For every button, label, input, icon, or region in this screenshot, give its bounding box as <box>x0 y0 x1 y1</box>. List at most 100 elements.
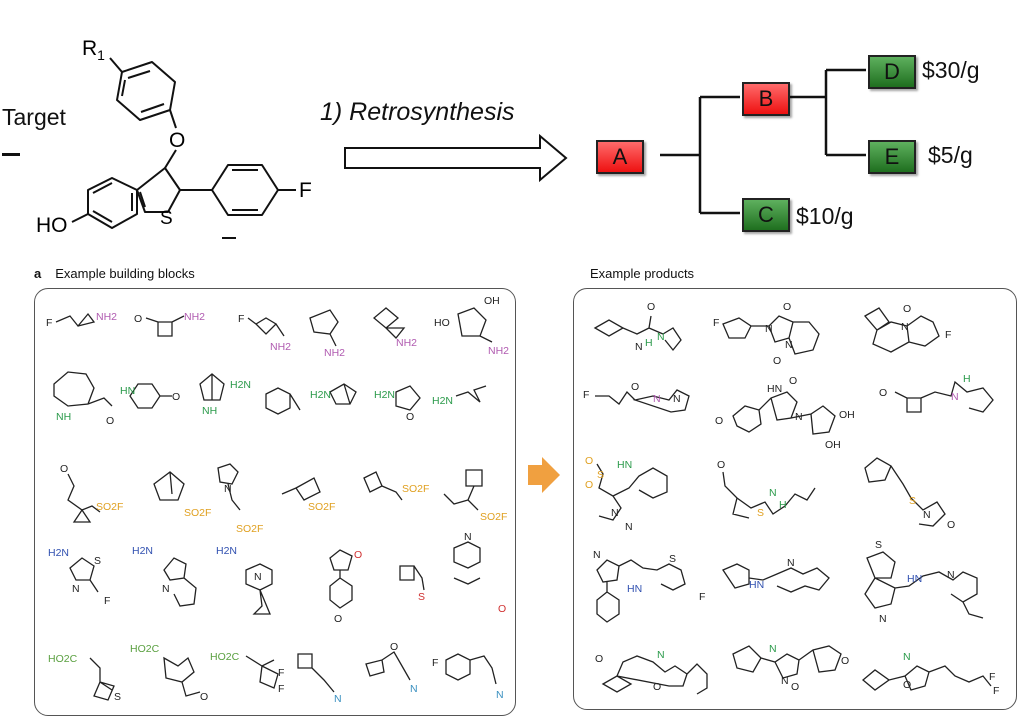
bb-acid-label: HO2C <box>48 653 78 665</box>
prod-atom: O <box>653 681 661 693</box>
bb-atom: OH <box>484 295 500 307</box>
products-panel <box>573 288 1017 710</box>
bb-atom: N <box>72 583 80 595</box>
prod-atom: O <box>715 415 723 427</box>
node-a: A <box>596 140 644 174</box>
bb-amine-label: H2N <box>310 389 331 401</box>
node-d: D <box>868 55 916 89</box>
bb-atom: F <box>432 657 438 669</box>
bb-atom: S <box>114 691 121 703</box>
bb-amine-label: NH2 <box>488 345 509 357</box>
prod-atom: O <box>631 381 639 393</box>
bb-carbonyl-label: O <box>498 603 506 615</box>
prod-atom: N <box>923 509 931 521</box>
bb-atom: HO <box>434 317 450 329</box>
prod-atom: O <box>789 375 797 387</box>
bb-sulfonyl-label: SO2F <box>184 507 211 519</box>
price-c: $10/g <box>796 203 854 229</box>
prod-atom: N <box>657 649 665 661</box>
prod-atom: HN <box>907 573 922 585</box>
bb-atom: F <box>46 317 52 329</box>
bb-atom: N <box>162 583 170 595</box>
panel-left-title-text: Example building blocks <box>55 266 195 281</box>
bb-nitrile-label: N <box>410 683 418 695</box>
prod-atom: HN <box>749 579 764 591</box>
prod-atom: N <box>903 651 911 663</box>
prod-atom: H <box>779 499 787 511</box>
bb-atom: O <box>134 313 142 325</box>
prod-atom: O <box>903 679 911 691</box>
prod-atom: S <box>909 495 916 507</box>
bb-atom: F <box>104 595 110 607</box>
bb-amine-label: H2N <box>374 389 395 401</box>
bb-amine-label: H2N <box>432 395 453 407</box>
prod-atom: O <box>717 459 725 471</box>
bb-amine-label: H2N <box>230 379 251 391</box>
bb-atom: F <box>278 683 284 695</box>
bb-acid-label: HO2C <box>130 643 160 655</box>
bb-amine-label: NH2 <box>96 311 117 323</box>
bb-atom: S <box>94 555 101 567</box>
bb-sulfonyl-label: SO2F <box>402 483 429 495</box>
bb-atom: O <box>200 691 208 703</box>
node-b: B <box>742 82 790 116</box>
prod-atom: N <box>657 331 665 343</box>
prod-atom: HN <box>767 383 782 395</box>
prod-atom: F <box>993 685 999 697</box>
prod-atom: F <box>945 329 951 341</box>
prod-atom: N <box>625 521 633 533</box>
bb-atom: O <box>60 463 68 475</box>
prod-atom: F <box>699 591 705 603</box>
bb-atom: N <box>254 571 262 583</box>
prod-atom: N <box>673 393 681 405</box>
bb-atom: F <box>238 313 244 325</box>
bb-atom: NH <box>56 411 71 423</box>
prod-atom: N <box>795 411 803 423</box>
prod-atom: O <box>841 655 849 667</box>
prod-atom: O <box>585 479 593 491</box>
prod-atom: N <box>769 487 777 499</box>
building-blocks-structures: F NH2 O NH2 F NH2 NH2 NH2 HO OH NH2 NH O… <box>46 295 509 705</box>
prod-atom: S <box>875 539 882 551</box>
prod-atom: N <box>781 675 789 687</box>
prod-atom: OH <box>825 439 841 451</box>
retrosynthesis-label: 1) Retrosynthesis <box>320 98 515 126</box>
prod-atom: O <box>879 387 887 399</box>
bb-amine-label: H2N <box>216 545 237 557</box>
prod-atom: O <box>783 301 791 313</box>
prod-atom: N <box>947 569 955 581</box>
bb-sulfonyl-label: SO2F <box>480 511 507 523</box>
bb-atom: O <box>406 411 414 423</box>
prod-atom: H <box>645 337 653 349</box>
bb-amine-label: NH2 <box>324 347 345 359</box>
retro-arrow <box>344 133 568 183</box>
dash-mark <box>2 153 20 156</box>
prod-atom: F <box>713 317 719 329</box>
bb-atom: N <box>464 531 472 543</box>
prod-atom: N <box>593 549 601 561</box>
prod-atom: HN <box>617 459 632 471</box>
bb-atom: HN <box>120 385 135 397</box>
prod-atom: S <box>669 553 676 565</box>
prod-atom: N <box>769 643 777 655</box>
bb-amine-label: NH2 <box>270 341 291 353</box>
prod-atom: N <box>611 507 619 519</box>
node-c: C <box>742 198 790 232</box>
atom-ho: HO <box>36 214 68 237</box>
bb-atom: N <box>224 483 232 495</box>
target-molecule: R1 O HO S F <box>36 37 866 239</box>
bb-amine-label: H2N <box>48 547 69 559</box>
bb-sulfonyl-label: SO2F <box>96 501 123 513</box>
prod-atom: N <box>765 323 773 335</box>
prod-atom: H <box>963 373 971 385</box>
prod-atom: F <box>989 671 995 683</box>
price-d: $30/g <box>922 57 980 83</box>
bb-nitrile-label: N <box>334 693 342 705</box>
orange-arrow <box>528 457 560 493</box>
prod-atom: O <box>791 681 799 693</box>
prod-atom: HN <box>627 583 642 595</box>
bb-atom: O <box>334 613 342 625</box>
node-e: E <box>868 140 916 174</box>
prod-atom: S <box>597 469 604 481</box>
bb-atom: F <box>278 667 284 679</box>
